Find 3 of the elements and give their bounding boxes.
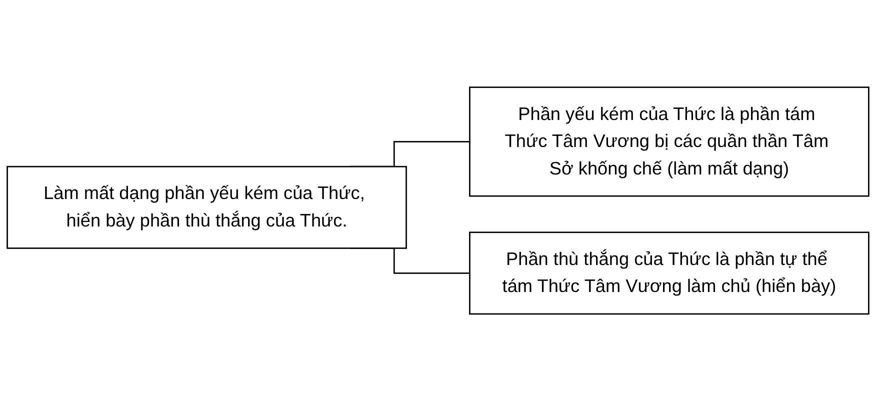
node-box: Làm mất dạng phần yếu kém của Thức, hiển bày phần thù thắng của Thức.	[6, 166, 407, 250]
node-box: Phần yếu kém của Thức là phần tám Thức Tâm Vương bị các quần thần Tâm Sở khống chế (làm mất dạng)	[469, 86, 870, 198]
node-box: Phần thù thắng của Thức là phần tự thể tám Thức Tâm Vương làm chủ (hiển bày)	[469, 232, 870, 316]
